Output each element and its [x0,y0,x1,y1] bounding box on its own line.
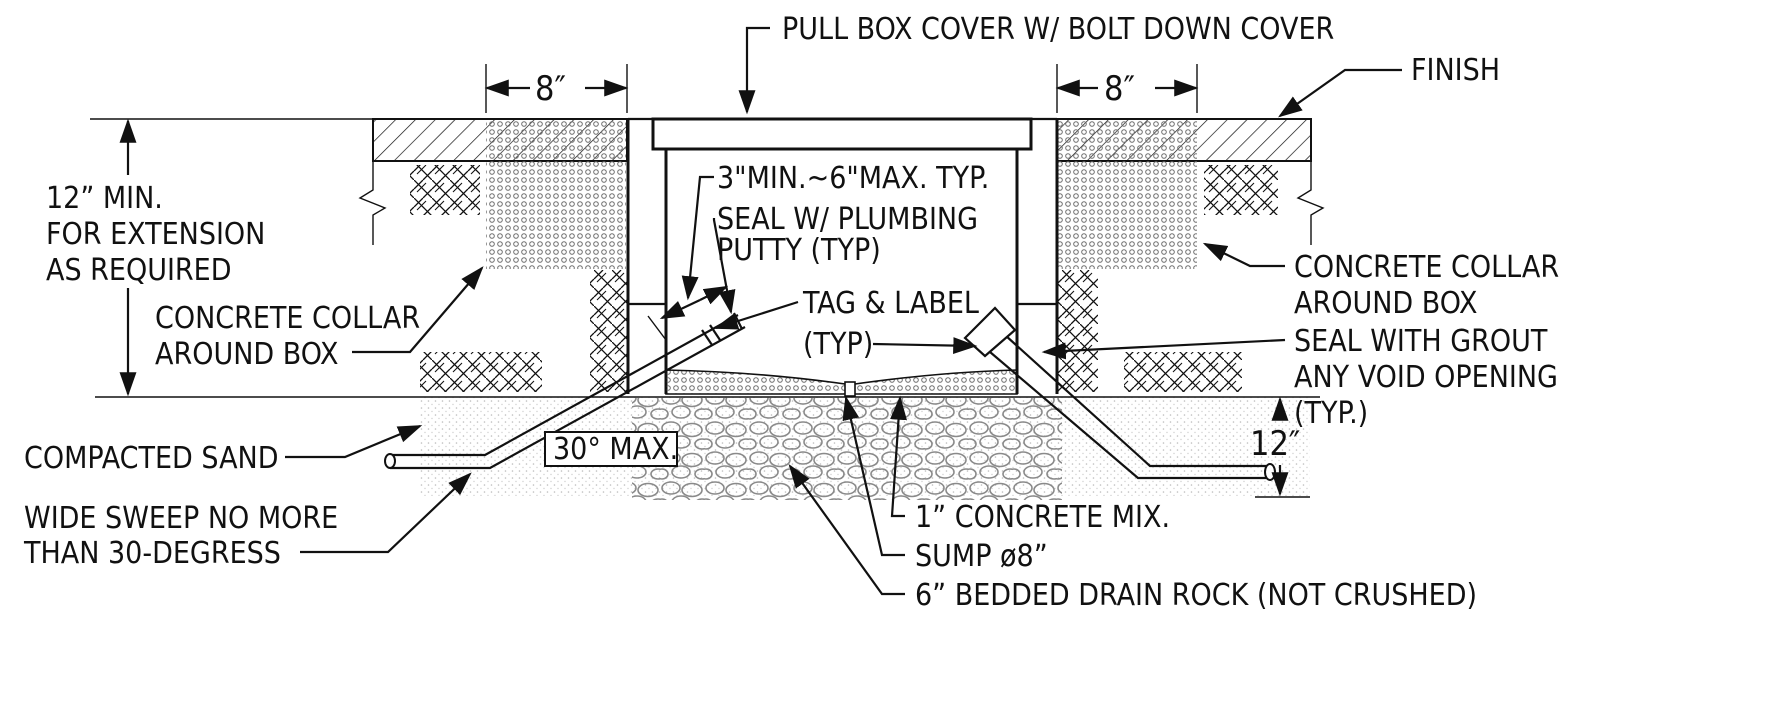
label-seal-putty-1: SEAL W/ PLUMBING [717,202,978,237]
label-compacted-sand: COMPACTED SAND [24,441,279,476]
label-seal-grout-3: (TYP.) [1294,396,1368,431]
sump-hole [844,381,856,397]
label-dim-left: 8″ [535,69,566,109]
label-sump: SUMP ø8” [915,539,1048,574]
label-sweep-2: THAN 30-DEGRESS [23,536,281,571]
label-depth-12: 12″ [1250,424,1300,464]
label-sweep-1: WIDE SWEEP NO MORE [24,501,338,536]
label-min-height-2: FOR EXTENSION [46,217,265,252]
max-angle-box [544,431,678,467]
drain-rock-layer [632,398,1062,500]
label-tag-label-2: (TYP) [803,327,873,362]
label-collar-left-1: CONCRETE COLLAR [155,301,420,336]
conduit-right [963,306,1276,481]
label-max-angle: 30° MAX. [553,432,678,467]
label-spacing: 3"MIN.~6"MAX. TYP. [717,161,989,196]
label-seal-grout-2: ANY VOID OPENING [1294,360,1558,395]
break-lines [358,161,1325,245]
concrete-collar-left [486,119,626,269]
label-finish: FINISH [1411,53,1500,88]
label-min-height-3: AS REQUIRED [46,253,232,288]
label-collar-left-2: AROUND BOX [155,337,339,372]
label-seal-grout-1: SEAL WITH GROUT [1294,324,1548,359]
label-collar-right-1: CONCRETE COLLAR [1294,250,1559,285]
leader-lines [285,26,1402,596]
concrete-collar-right [1057,119,1197,269]
label-pull-box-cover: PULL BOX COVER W/ BOLT DOWN COVER [782,12,1334,47]
bolt-down-cover [651,117,1033,151]
label-min-height-1: 12” MIN. [46,181,163,216]
native-soil [410,165,1278,392]
label-collar-right-2: AROUND BOX [1294,286,1478,321]
label-tag-label-1: TAG & LABEL [802,286,979,321]
pull-box [626,117,1059,394]
label-concrete-mix: 1” CONCRETE MIX. [915,500,1170,535]
label-drain-rock: 6” BEDDED DRAIN ROCK (NOT CRUSHED) [915,578,1477,613]
concrete-mix-floor [665,369,1018,397]
conduit-left [384,312,746,470]
label-seal-putty-2: PUTTY (TYP) [717,233,881,268]
label-dim-right: 8″ [1104,69,1135,109]
